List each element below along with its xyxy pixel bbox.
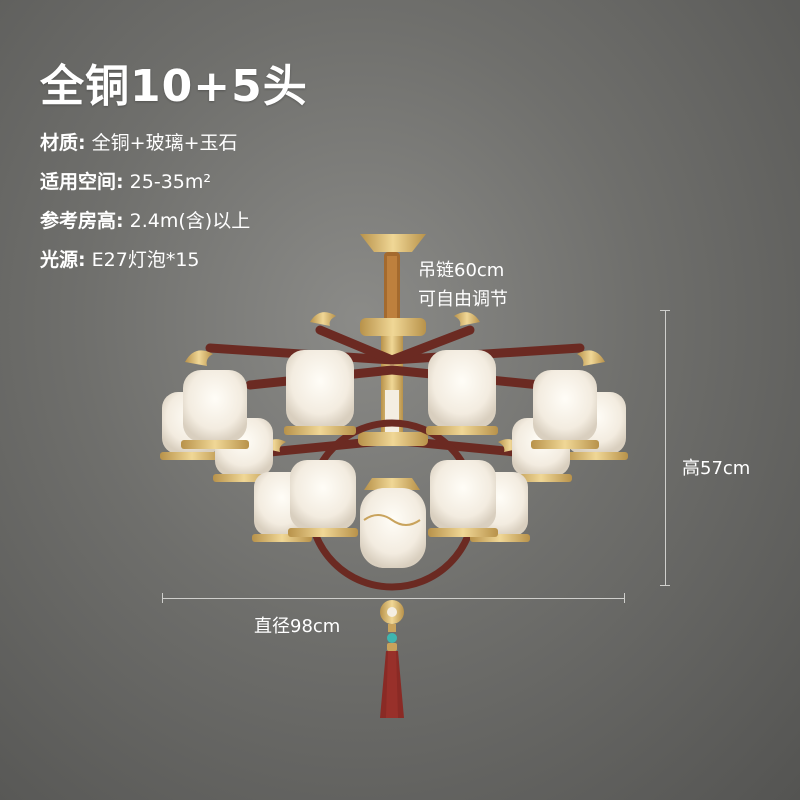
spec-row-light-source: 光源: E27灯泡*15 <box>40 245 250 284</box>
height-label: 高57cm <box>682 458 751 479</box>
shades-lower <box>252 460 530 542</box>
chain-length-note: 吊链60cm 可自由调节 <box>418 256 508 314</box>
product-title: 全铜10+5头 <box>40 61 308 112</box>
ceiling-canopy <box>360 234 426 252</box>
spec-value: 2.4m(含)以上 <box>129 210 251 232</box>
shade-center <box>360 478 426 568</box>
height-tick-top <box>660 310 670 311</box>
chain-length-text: 吊链60cm <box>418 260 505 281</box>
spec-value: 全铜+玻璃+玉石 <box>91 132 238 154</box>
diameter-tick-right <box>624 593 625 603</box>
tassel-pendant <box>380 600 404 718</box>
diameter-dimension-line <box>162 598 625 599</box>
spec-row-area: 适用空间: 25-35m² <box>40 167 250 206</box>
spec-label: 材质: <box>40 132 86 154</box>
shades-upper <box>181 350 599 449</box>
spec-label: 光源: <box>40 249 86 271</box>
diameter-tick-left <box>162 593 163 603</box>
spec-label: 适用空间: <box>40 171 124 193</box>
height-dimension-line <box>665 310 666 586</box>
spec-value: E27灯泡*15 <box>91 249 200 271</box>
diameter-label: 直径98cm <box>254 616 341 637</box>
chain-adjustable-text: 可自由调节 <box>418 289 508 310</box>
spec-list: 材质: 全铜+玻璃+玉石 适用空间: 25-35m² 参考房高: 2.4m(含)… <box>40 128 250 284</box>
top-hub <box>360 318 426 336</box>
spec-row-ceiling-height: 参考房高: 2.4m(含)以上 <box>40 206 250 245</box>
height-tick-bottom <box>660 585 670 586</box>
spec-label: 参考房高: <box>40 210 124 232</box>
spec-row-material: 材质: 全铜+玻璃+玉石 <box>40 128 250 167</box>
spec-value: 25-35m² <box>129 171 211 193</box>
